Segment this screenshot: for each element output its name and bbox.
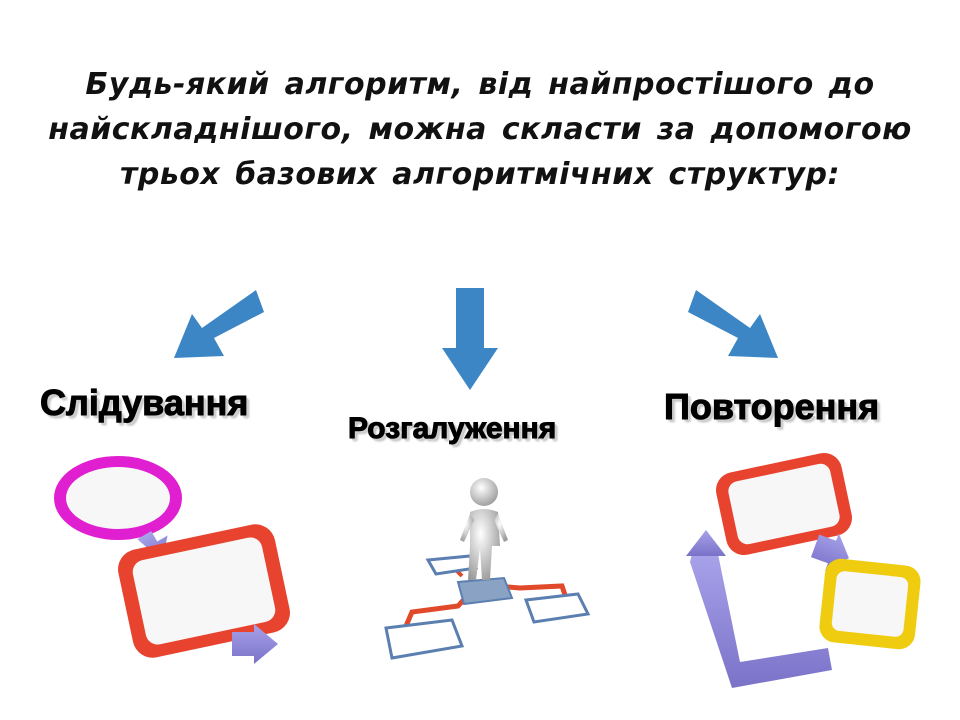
intro-text: Будь-який алгоритм, від найпростішого до…: [48, 67, 912, 192]
label-branching: Розгалуження: [347, 412, 557, 446]
arrow-down-left-icon: [174, 290, 264, 358]
label-repetition: Повторення: [663, 386, 880, 428]
repetition-flowchart-image: [686, 452, 921, 688]
arrow-down-right-icon: [688, 290, 778, 358]
sequence-flowchart-image: [54, 456, 290, 664]
label-sequence: Слідування: [39, 382, 249, 424]
branching-figure-image: [384, 478, 591, 660]
arrow-down-icon: [442, 288, 498, 390]
